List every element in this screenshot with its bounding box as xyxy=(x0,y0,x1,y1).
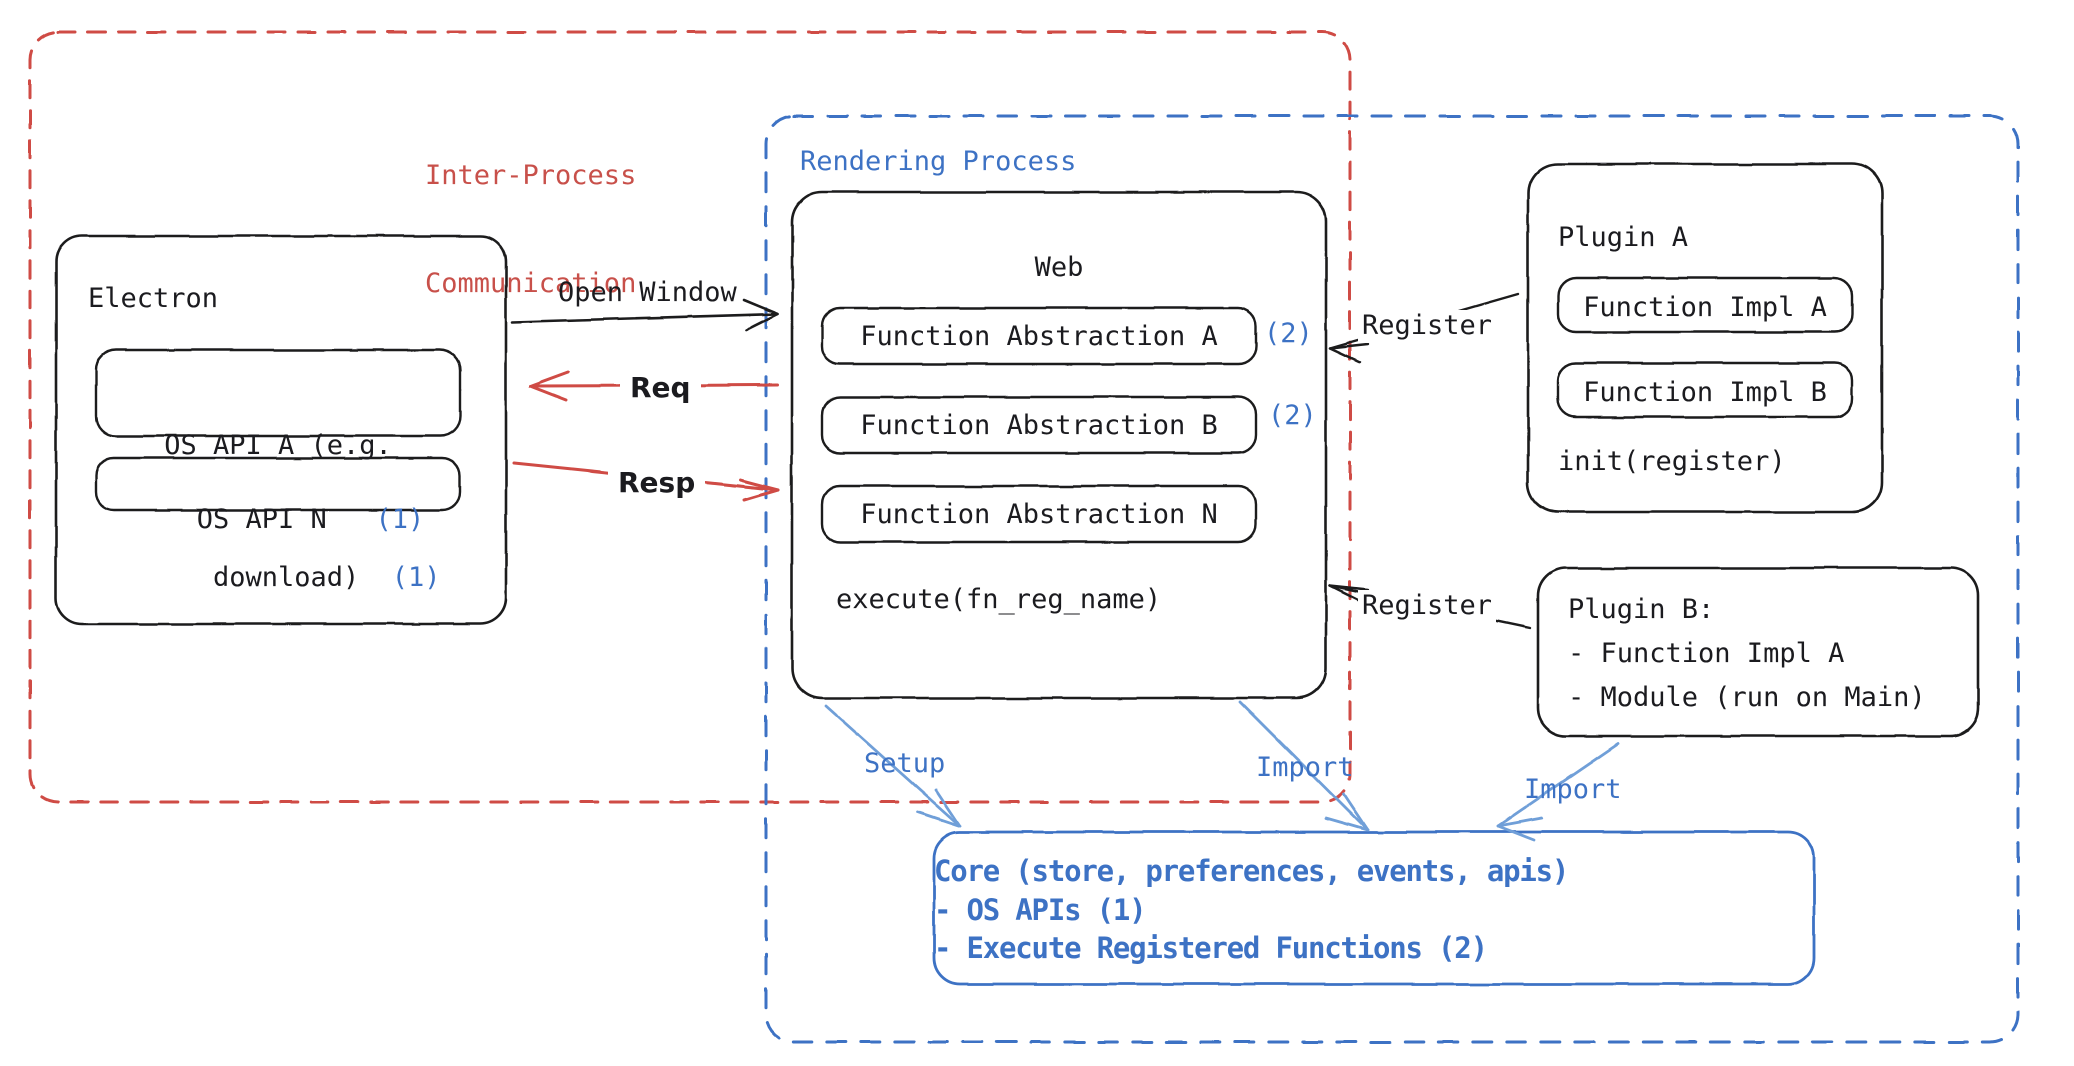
plugin-a-box-title: Plugin A xyxy=(1558,222,1689,253)
req-arrow-label: Req xyxy=(620,371,701,406)
os-api-n-tag: (1) xyxy=(375,503,425,535)
register-plugin-b-arrow-label: Register xyxy=(1358,590,1497,623)
web-box-title: Web xyxy=(1034,252,1084,283)
function-impl-a-label: Function Impl A xyxy=(1583,292,1827,323)
web-execute-footer: execute(fn_reg_name) xyxy=(836,584,1162,615)
import-web-arrow-label: Import xyxy=(1256,752,1354,783)
function-abstraction-a-tag: (2) xyxy=(1264,318,1313,349)
plugin-a-init-footer: init(register) xyxy=(1558,446,1786,477)
core-line-1: Core (store, preferences, events, apis) xyxy=(934,854,1569,888)
ipc-region-title: Inter-Process Communication xyxy=(425,86,636,373)
function-abstraction-b-label: Function Abstraction B xyxy=(860,410,1218,441)
core-box-text: Core (store, preferences, events, apis) … xyxy=(934,852,1814,968)
os-api-a-label-line-2-text: download) xyxy=(212,561,360,593)
os-api-n-label-text: OS API N xyxy=(196,503,327,535)
os-api-a-tag: (1) xyxy=(391,561,441,593)
function-impl-b-label: Function Impl B xyxy=(1583,377,1827,408)
plugin-b-line-1: - Function Impl A xyxy=(1568,638,1845,669)
core-line-3: - Execute Registered Functions (2) xyxy=(934,931,1488,966)
resp-arrow-label: Resp xyxy=(608,466,706,501)
rendering-process-title: Rendering Process xyxy=(800,146,1077,177)
electron-box-title: Electron xyxy=(88,283,219,314)
ipc-title-line-2: Communication xyxy=(425,267,637,299)
plugin-b-line-2: - Module (run on Main) xyxy=(1568,682,1926,713)
open-window-arrow-label: Open Window xyxy=(558,277,737,308)
os-api-a-label-line-2: download) (1) xyxy=(96,529,460,628)
os-api-n-label: OS API N (1) xyxy=(96,471,460,570)
os-api-a-label-line-1: OS API A (e.g. xyxy=(164,429,392,461)
import-plugin-arrow-label: Import xyxy=(1524,774,1622,805)
plugin-b-box-title: Plugin B: xyxy=(1568,594,1715,625)
os-api-a-label: OS API A (e.g. download) (1) xyxy=(96,364,460,693)
setup-arrow-label: Setup xyxy=(864,748,946,779)
function-abstraction-a-label: Function Abstraction A xyxy=(860,321,1218,352)
function-abstraction-b-tag: (2) xyxy=(1268,400,1317,431)
ipc-title-line-1: Inter-Process xyxy=(425,159,637,191)
function-abstraction-n-label: Function Abstraction N xyxy=(860,499,1218,530)
register-plugin-a-arrow-label: Register xyxy=(1358,310,1497,343)
core-line-2: - OS APIs (1) xyxy=(934,892,1147,927)
